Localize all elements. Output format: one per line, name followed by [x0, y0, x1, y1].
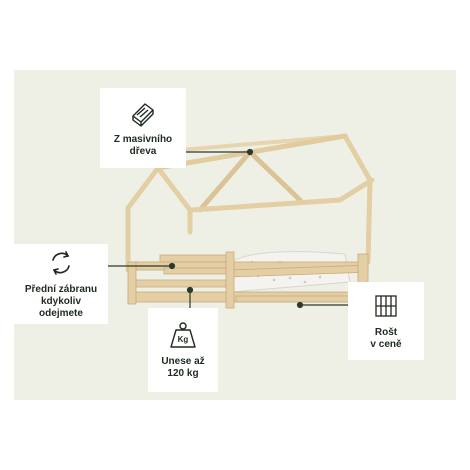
feature-label-line2: kdykoliv [40, 296, 82, 307]
feature-label-line2: v ceně [370, 339, 402, 350]
feature-card-solid-wood: Z masivního dřeva [100, 88, 186, 168]
feature-label-line1: Rošt [374, 327, 398, 338]
slatted-base-icon [375, 295, 397, 317]
feature-label-line1: Z masivního [113, 134, 173, 145]
feature-label-line1: Unese až [161, 356, 205, 367]
kg-weight-icon: Kg [170, 322, 196, 348]
kg-icon-text: Kg [178, 335, 189, 344]
feature-label-line3: odejmete [39, 308, 83, 319]
feature-label-line1: Přední zábranu [24, 284, 98, 295]
feature-label-line2: dřeva [129, 146, 157, 157]
feature-label-line2: 120 kg [167, 368, 199, 379]
feature-card-slatted-base: Rošt v ceně [348, 282, 424, 360]
feature-card-removable-rail: Přední zábranu kdykoliv odejmete [14, 244, 108, 324]
wood-plank-icon [132, 103, 154, 127]
feature-card-load-capacity: Kg Unese až 120 kg [148, 308, 218, 392]
rotate-arrows-icon [52, 251, 70, 275]
